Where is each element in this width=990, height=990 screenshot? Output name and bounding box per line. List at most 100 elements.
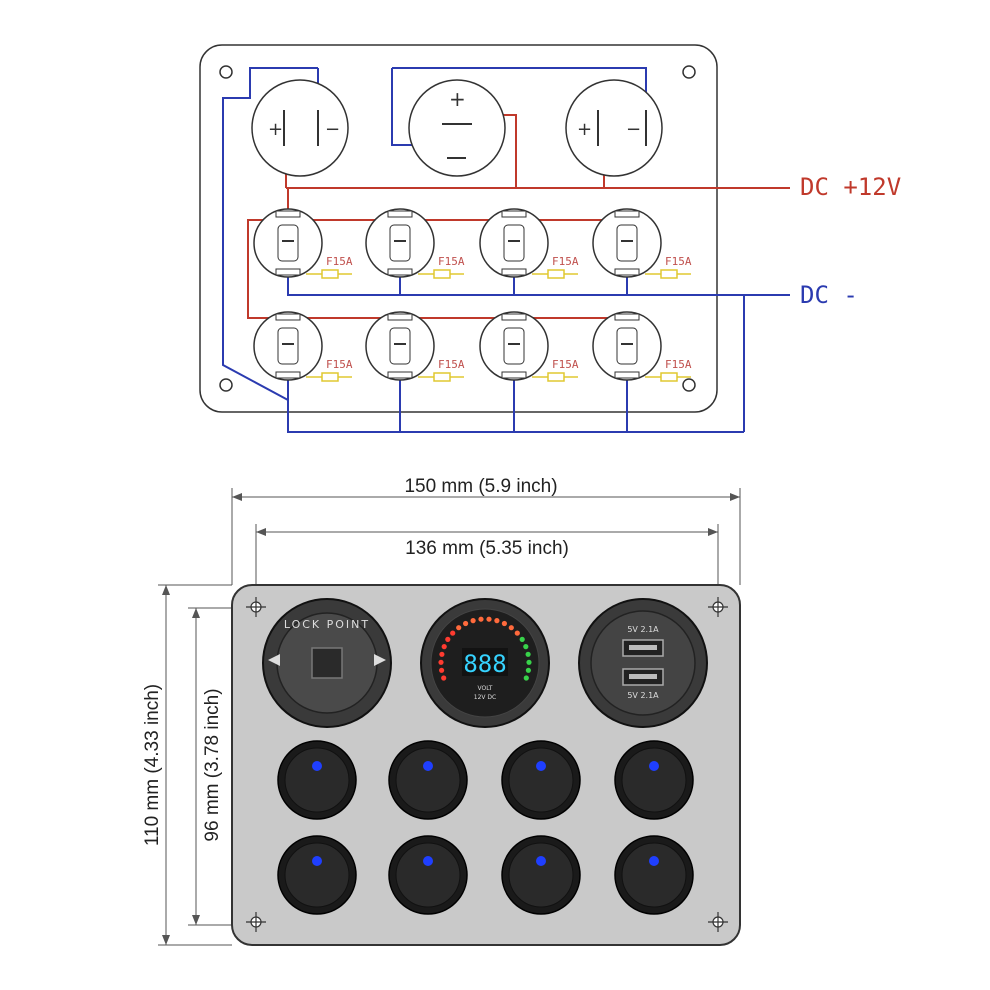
dimension-drawing: 150 mm (5.9 inch) 136 mm (5.35 inch) 110…	[142, 476, 741, 946]
fuse-label: F15A	[438, 255, 465, 268]
mount-hole-bottom-left	[219, 378, 233, 392]
voltmeter-led-ring	[438, 616, 532, 681]
mount-hole-bottom-right	[682, 378, 696, 392]
voltmeter-led	[478, 616, 484, 622]
voltmeter-led	[441, 675, 447, 681]
voltmeter-led	[470, 618, 476, 624]
wiring-socket-left: + −	[251, 79, 349, 177]
voltmeter-led	[508, 625, 514, 631]
fuse-label: F15A	[326, 358, 353, 371]
wiring-socket-middle: +	[408, 79, 506, 177]
fuse-icon	[532, 372, 578, 382]
wiring-switches: F15A F15A F15A F15A F15A F15A F15A F15A	[253, 208, 692, 382]
fuse-label: F15A	[552, 255, 579, 268]
wiring-switch: F15A	[365, 311, 465, 382]
switch-indicator-led	[536, 856, 546, 866]
wiring-switch: F15A	[253, 208, 353, 279]
voltmeter-display: 888	[463, 650, 506, 678]
panel-hole-bottom-right	[708, 912, 728, 932]
switch-indicator-led	[423, 761, 433, 771]
socket-left-plus-icon: +	[268, 119, 283, 140]
fuse-icon	[532, 269, 578, 279]
wiring-switch: F15A	[592, 311, 692, 382]
voltmeter-led	[514, 630, 520, 636]
wiring-switch: F15A	[479, 208, 579, 279]
socket-left-minus-icon: −	[325, 119, 340, 140]
voltmeter-led	[463, 620, 469, 627]
panel-hole-top-right	[708, 597, 728, 617]
switch-indicator-led	[312, 856, 322, 866]
switch-indicator-led	[649, 761, 659, 771]
voltmeter-led	[494, 618, 500, 624]
voltmeter-led	[456, 625, 462, 631]
overall-height-label: 110 mm (4.33 inch)	[142, 684, 163, 846]
panel-mount-holes	[246, 597, 728, 932]
rocker-switch[interactable]	[388, 835, 468, 915]
mount-hole-top-right	[682, 65, 696, 79]
socket-middle-plus-icon: +	[449, 87, 466, 111]
fuse-icon	[306, 269, 352, 279]
rocker-switch[interactable]	[501, 835, 581, 915]
fuse-label: F15A	[438, 358, 465, 371]
rocker-switch[interactable]	[501, 740, 581, 820]
panel-hole-top-left	[246, 597, 266, 617]
voltmeter-led	[445, 636, 451, 643]
overall-width-label: 150 mm (5.9 inch)	[404, 476, 557, 497]
wiring-switch: F15A	[365, 208, 465, 279]
voltmeter-caption-2: 12V DC	[474, 694, 496, 701]
voltmeter-led	[525, 667, 532, 673]
wiring-switch: F15A	[253, 311, 353, 382]
voltmeter-led	[523, 644, 529, 650]
fuse-label: F15A	[552, 358, 579, 371]
voltmeter: 888 VOLT 12V DC	[420, 598, 550, 728]
voltmeter-led	[439, 667, 445, 673]
wiring-switch: F15A	[479, 311, 579, 382]
voltmeter-led	[450, 630, 456, 636]
dc-positive-label: DC +12V	[800, 173, 901, 201]
voltmeter-led	[523, 675, 529, 681]
switch-indicator-led	[423, 856, 433, 866]
voltmeter-caption: VOLT	[478, 685, 493, 692]
voltmeter-led	[438, 659, 444, 665]
switch-indicator-led	[649, 856, 659, 866]
fuse-icon	[306, 372, 352, 382]
fuse-icon	[645, 269, 691, 279]
wiring-socket-right: + −	[565, 79, 663, 177]
switch-indicator-led	[536, 761, 546, 771]
wiring-switch: F15A	[592, 208, 692, 279]
lock-arrow-right-icon	[374, 654, 386, 666]
dc-negative-label: DC -	[800, 281, 858, 309]
socket-right-plus-icon: +	[577, 119, 592, 140]
fuse-label: F15A	[665, 358, 692, 371]
switch-indicator-led	[312, 761, 322, 771]
panel-hole-bottom-left	[246, 912, 266, 932]
voltmeter-led	[486, 616, 492, 622]
rocker-switch[interactable]	[614, 740, 694, 820]
socket-right-minus-icon: −	[626, 119, 641, 140]
voltmeter-led	[519, 636, 525, 643]
voltmeter-led	[439, 651, 445, 657]
hole-spacing-width-label: 136 mm (5.35 inch)	[405, 538, 569, 559]
lock-point-label: LOCK POINT	[284, 618, 370, 631]
voltmeter-led	[525, 651, 531, 657]
rocker-switch[interactable]	[277, 740, 357, 820]
voltmeter-led	[441, 644, 447, 650]
lock-arrow-left-icon	[268, 654, 280, 666]
panel-rocker-switches	[277, 740, 694, 915]
rocker-switch[interactable]	[614, 835, 694, 915]
rocker-switch[interactable]	[388, 740, 468, 820]
dual-usb-charger: 5V 2.1A 5V 2.1A	[578, 598, 708, 728]
mount-hole-top-left	[219, 65, 233, 79]
usb-top-label: 5V 2.1A	[627, 625, 659, 634]
fuse-icon	[645, 372, 691, 382]
usb-bottom-label: 5V 2.1A	[627, 691, 659, 700]
rocker-switch[interactable]	[277, 835, 357, 915]
hole-spacing-height-label: 96 mm (3.78 inch)	[202, 688, 223, 841]
fuse-icon	[418, 269, 464, 279]
fuse-label: F15A	[326, 255, 353, 268]
voltmeter-led	[501, 620, 507, 627]
lighter-socket: LOCK POINT	[262, 598, 392, 728]
fuse-icon	[418, 372, 464, 382]
